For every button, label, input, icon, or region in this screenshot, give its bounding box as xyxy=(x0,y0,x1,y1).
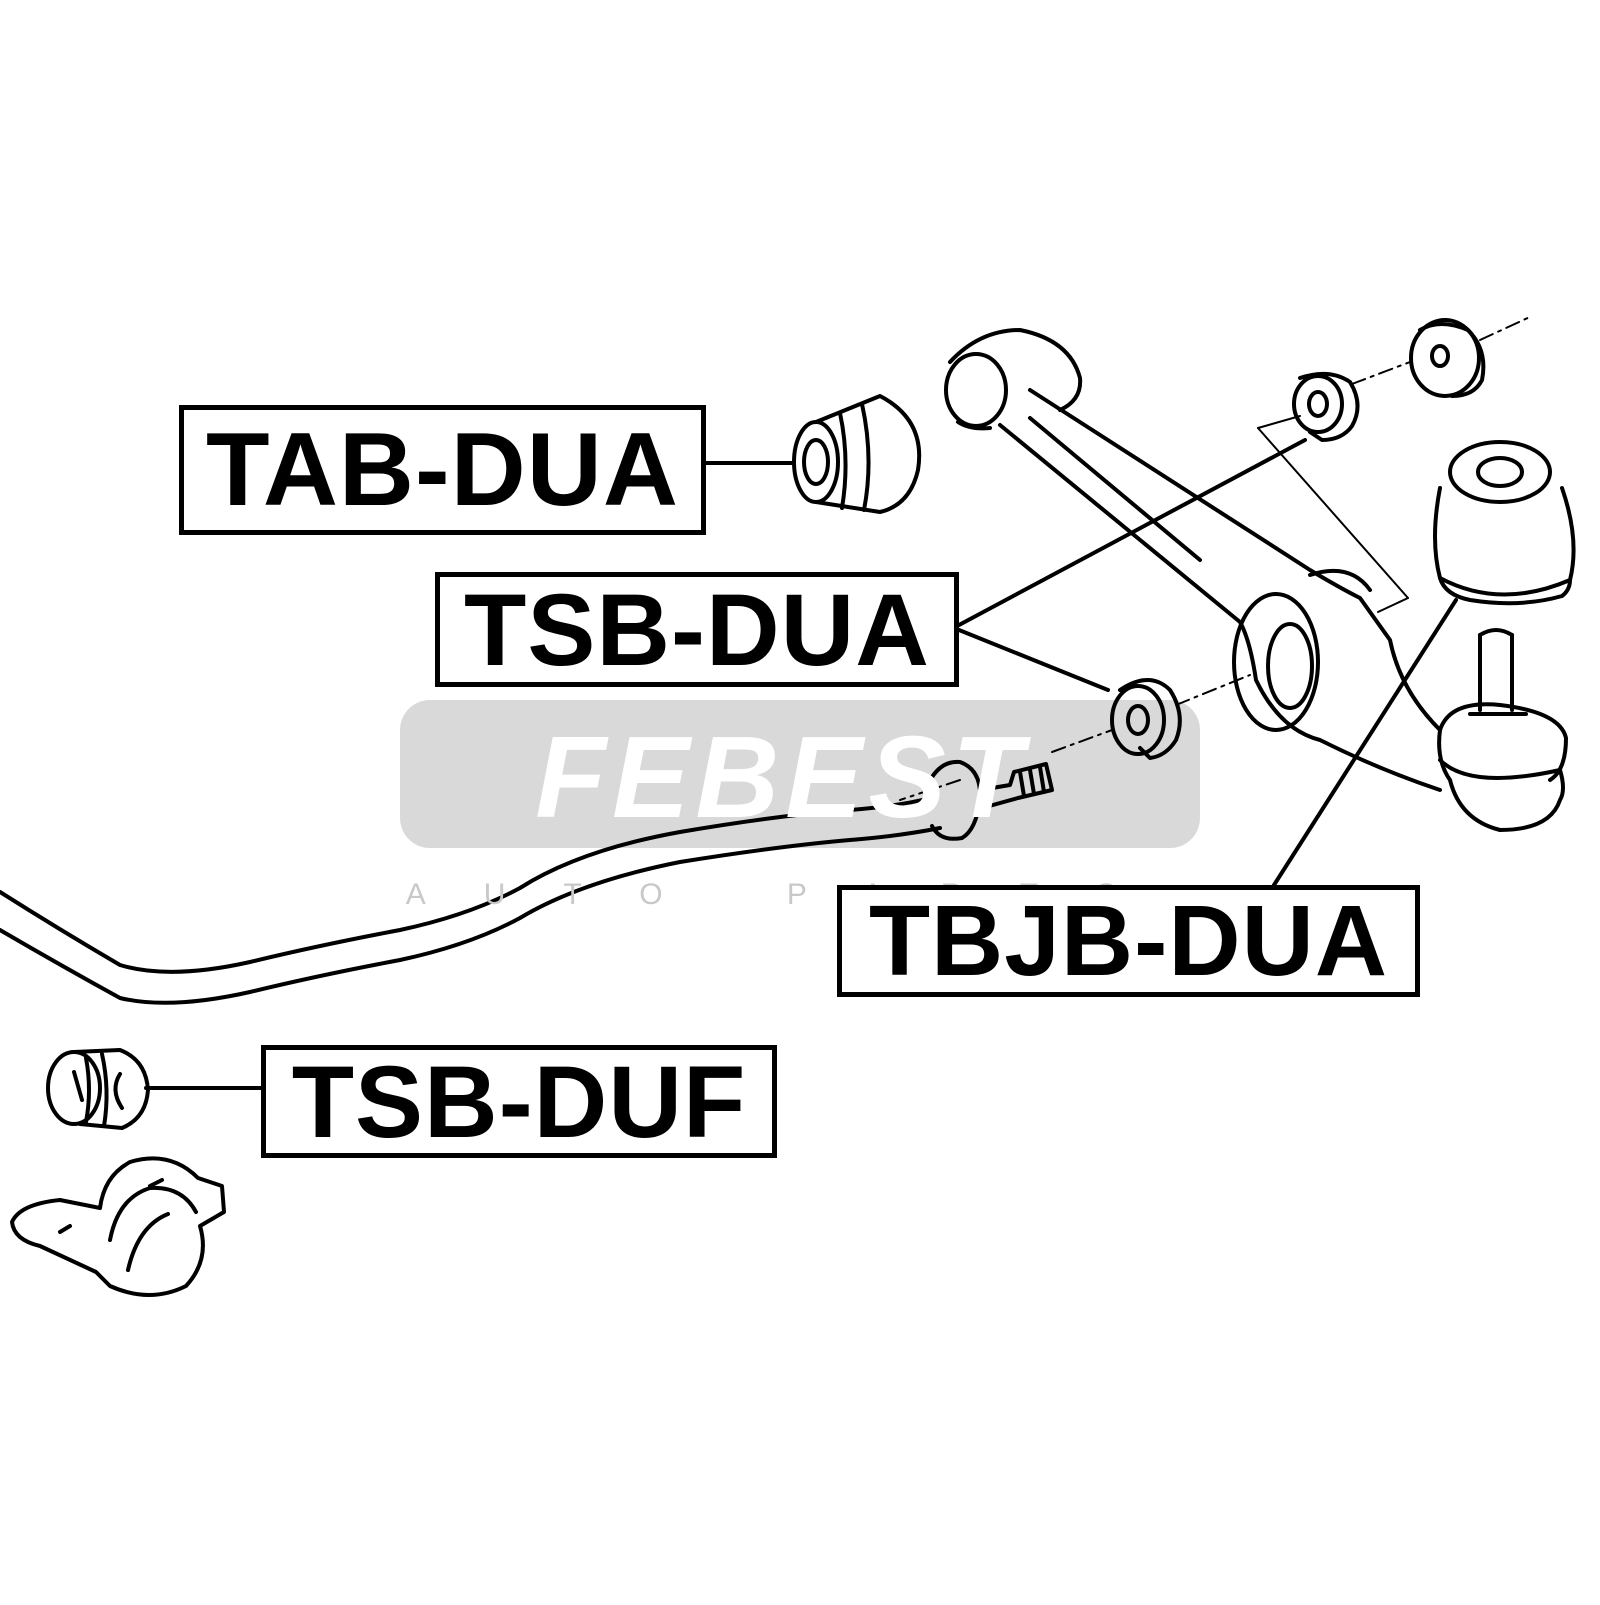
stabilizer-link-bushing-upper-drawing xyxy=(1292,371,1360,442)
stabilizer-bracket-drawing xyxy=(10,1156,226,1297)
leader-line-tsb-dua-lower xyxy=(957,628,1110,692)
part-label-tab-dua: TAB-DUA xyxy=(179,405,706,535)
leader-lines xyxy=(144,438,1458,1090)
stabilizer-bar-drawing xyxy=(0,759,1054,1005)
arm-bushing-drawing xyxy=(792,394,922,514)
assembly-centerlines xyxy=(899,315,1533,801)
part-label-tsb-duf: TSB-DUF xyxy=(261,1045,777,1158)
part-label-tsb-dua: TSB-DUA xyxy=(435,572,959,687)
leader-line-tsb-dua-upper xyxy=(957,438,1307,627)
part-label-tbjb-dua: TBJB-DUA xyxy=(837,885,1420,997)
leader-line-tbjb-dua xyxy=(1272,598,1458,887)
assembly-guide-lines xyxy=(1257,415,1409,613)
stabilizer-link-bushing-lower-drawing xyxy=(1110,678,1182,760)
control-arm-drawing xyxy=(944,328,1442,792)
stabilizer-bushing-drawing xyxy=(46,1048,150,1130)
watermark-band xyxy=(400,700,1200,848)
ball-joint-drawing xyxy=(1433,440,1576,832)
nut-drawing xyxy=(1409,318,1486,398)
